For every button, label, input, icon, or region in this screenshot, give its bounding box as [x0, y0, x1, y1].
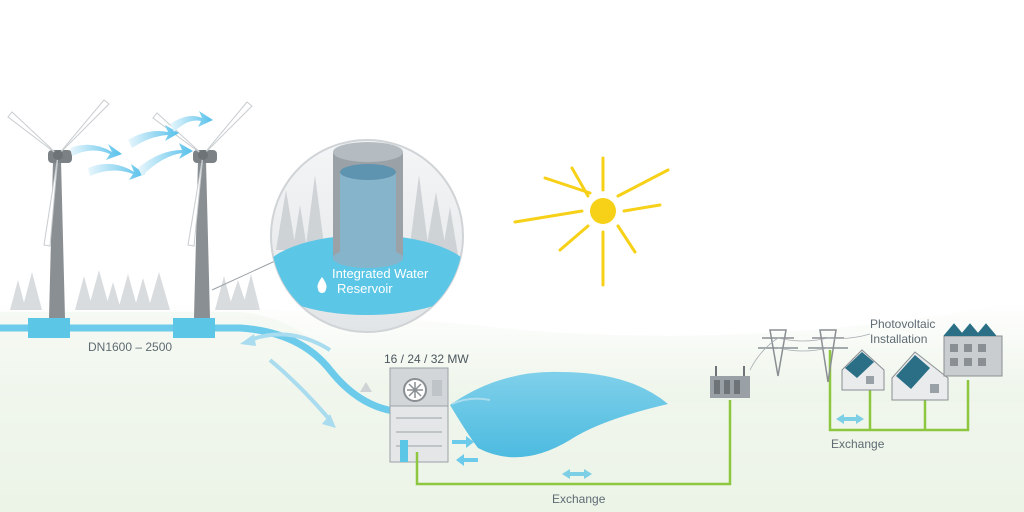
power-lines — [749, 333, 871, 371]
flow-arrow-up — [249, 332, 332, 352]
feed-pipe — [0, 324, 401, 416]
storage-lake — [450, 371, 668, 458]
forest — [10, 270, 260, 310]
reservoir-label-line1: Integrated Water — [332, 266, 429, 281]
house-icon — [891, 351, 949, 401]
house-icon — [841, 349, 885, 391]
turbine-foundation-left — [28, 318, 70, 338]
water-drop-icon — [317, 277, 327, 293]
pv-label-line1: Photovoltaic — [870, 317, 936, 331]
house-icon — [943, 323, 1003, 377]
exchange-label-right: Exchange — [831, 437, 885, 451]
exchange-label-bottom: Exchange — [552, 492, 606, 506]
power-rating-label: 16 / 24 / 32 MW — [384, 352, 469, 366]
solar-panel-icon — [845, 352, 874, 378]
sun-icon — [513, 156, 670, 287]
flow-arrow-up-head — [240, 334, 256, 346]
pv-label-line2: Installation — [870, 332, 928, 346]
bidirectional-arrow-icon — [836, 414, 864, 424]
transformer-icon — [710, 366, 750, 398]
pump-station-icon — [389, 367, 449, 463]
bidirectional-arrow-icon — [562, 469, 592, 479]
pipe-diameter-label: DN1600 – 2500 — [88, 340, 173, 354]
reservoir-bubble — [270, 139, 464, 333]
reservoir-label-line2: Reservoir — [337, 281, 393, 296]
flow-arrow-down — [268, 358, 332, 422]
reservoir-pool — [271, 235, 463, 315]
turbine-foundation-right — [173, 318, 215, 338]
wind-turbine-icon — [152, 101, 253, 318]
grid-connection — [415, 350, 970, 486]
solar-panel-icon — [943, 323, 997, 337]
flow-arrow-left — [456, 454, 478, 466]
wind-turbine-icon — [7, 99, 110, 318]
flow-arrow-down-head — [322, 414, 336, 428]
solar-panel-icon — [896, 355, 930, 389]
flow-arrow-right — [452, 436, 474, 448]
wind-arrows — [70, 111, 213, 180]
